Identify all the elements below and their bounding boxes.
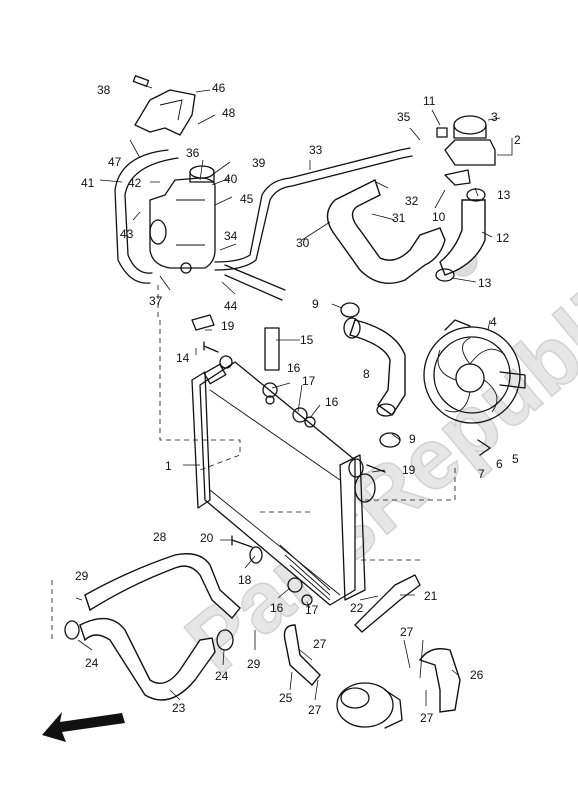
callout-27-b: 27	[308, 703, 322, 717]
callout-37: 37	[149, 294, 163, 308]
callout-16-bottom: 16	[270, 601, 284, 615]
callout-29-right: 29	[247, 657, 261, 671]
long-pipe	[214, 147, 413, 271]
leader-lines	[75, 83, 513, 706]
callout-22: 22	[350, 601, 364, 615]
hose-12	[439, 199, 486, 276]
callout-41: 41	[81, 176, 95, 190]
callout-30: 30	[296, 236, 310, 250]
radiator-small-parts	[191, 314, 386, 473]
callout-17-bottom: 17	[305, 603, 319, 617]
callout-34: 34	[224, 229, 238, 243]
callout-42: 42	[128, 176, 142, 190]
callout-33: 33	[309, 143, 323, 157]
bracket-21	[354, 574, 421, 633]
callout-35: 35	[397, 110, 411, 124]
callout-28: 28	[153, 530, 167, 544]
callout-27-c: 27	[400, 625, 414, 639]
front-direction-arrow-icon	[42, 712, 125, 742]
breather-hose	[224, 264, 286, 301]
callout-15: 15	[300, 333, 314, 347]
callout-23: 23	[172, 701, 186, 715]
callout-20: 20	[200, 531, 214, 545]
callout-9-top: 9	[312, 297, 319, 311]
hose-28	[84, 553, 241, 620]
callout-14: 14	[176, 351, 190, 365]
thermostat-housing	[436, 115, 496, 186]
callout-29-left: 29	[75, 569, 89, 583]
callout-12: 12	[496, 231, 510, 245]
callout-24-right: 24	[215, 669, 229, 683]
callout-16-mid: 16	[325, 395, 339, 409]
callout-16-top: 16	[287, 361, 301, 375]
callout-27-a: 27	[313, 637, 327, 651]
callout-44: 44	[224, 299, 238, 313]
cooling-fan	[423, 319, 526, 456]
radiator	[191, 361, 376, 606]
callout-19-bottom: 19	[402, 463, 416, 477]
water-pump	[283, 624, 461, 729]
callout-4: 4	[490, 315, 497, 329]
callout-2: 2	[514, 133, 521, 147]
callout-17-top: 17	[302, 374, 316, 388]
callout-27-d: 27	[420, 711, 434, 725]
hose-clamps	[64, 188, 486, 651]
callout-43: 43	[120, 227, 134, 241]
callout-48: 48	[222, 106, 236, 120]
callout-40: 40	[224, 172, 238, 186]
drain-bolt	[231, 535, 263, 564]
callout-47: 47	[108, 155, 122, 169]
hose-30	[326, 179, 446, 284]
callout-labels: 38 46 48 47 41 42 43 36 39 40 45 34 37 4…	[75, 81, 521, 725]
reservoir-tank	[149, 165, 216, 274]
callout-7: 7	[478, 467, 485, 481]
callout-9-bottom: 9	[409, 432, 416, 446]
callout-32: 32	[405, 194, 419, 208]
callout-13-bottom: 13	[478, 276, 492, 290]
callout-11: 11	[423, 94, 436, 108]
callout-5: 5	[512, 452, 519, 466]
callout-3: 3	[491, 110, 498, 124]
assembly-guides	[51, 285, 456, 640]
callout-1: 1	[165, 459, 172, 473]
callout-18: 18	[238, 573, 252, 587]
callout-31: 31	[392, 211, 406, 225]
hose-23	[79, 617, 216, 701]
callout-25: 25	[279, 691, 293, 705]
callout-13-top: 13	[497, 188, 511, 202]
callout-24-left: 24	[85, 656, 99, 670]
callout-39: 39	[252, 156, 266, 170]
callout-21: 21	[424, 589, 438, 603]
callout-26: 26	[470, 668, 484, 682]
callout-19-top: 19	[221, 319, 235, 333]
callout-45: 45	[240, 192, 254, 206]
callout-6: 6	[496, 457, 503, 471]
reservoir-bracket	[132, 75, 196, 136]
callout-46: 46	[212, 81, 226, 95]
hose-8	[343, 317, 406, 417]
callout-8: 8	[363, 367, 370, 381]
callout-36: 36	[186, 146, 200, 160]
callout-10: 10	[432, 210, 446, 224]
reservoir-hose	[114, 149, 179, 284]
callout-38: 38	[97, 83, 111, 97]
